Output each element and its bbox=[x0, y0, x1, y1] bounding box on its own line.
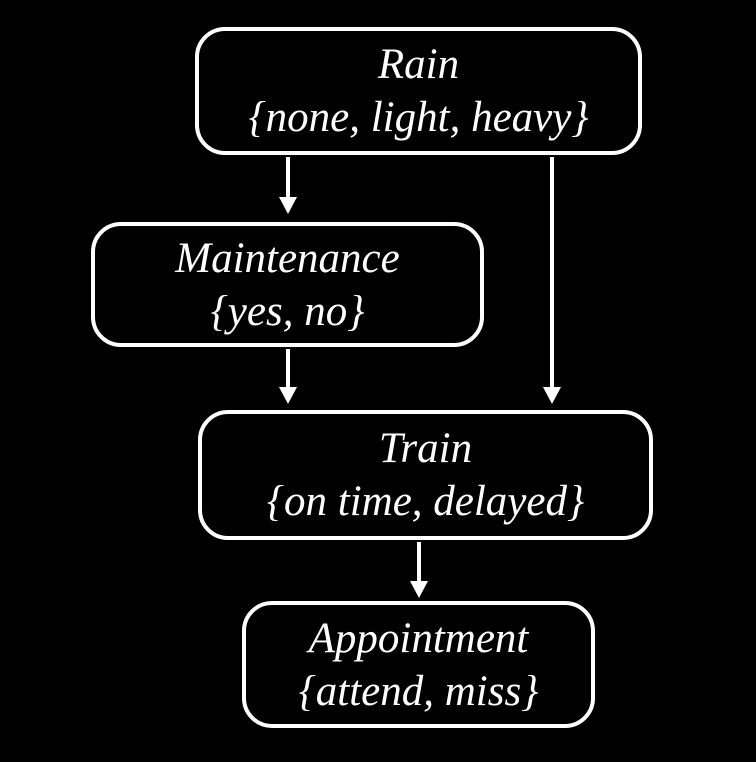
node-train-label: Train bbox=[378, 425, 473, 472]
edge-train-appointment bbox=[410, 542, 428, 598]
edge-rain-train bbox=[543, 157, 561, 404]
node-maintenance: Maintenance {yes, no} bbox=[91, 222, 484, 347]
node-rain-states: {none, light, heavy} bbox=[248, 94, 589, 141]
edge-rain-maintenance bbox=[279, 157, 297, 214]
node-train-states: {on time, delayed} bbox=[266, 478, 585, 525]
node-maintenance-label: Maintenance bbox=[175, 234, 400, 282]
node-maintenance-states: {yes, no} bbox=[210, 287, 365, 335]
node-train: Train {on time, delayed} bbox=[198, 410, 653, 540]
node-rain-label: Rain bbox=[377, 41, 460, 88]
node-appointment-states: {attend, miss} bbox=[298, 667, 539, 715]
node-appointment: Appointment {attend, miss} bbox=[242, 601, 595, 728]
node-rain: Rain {none, light, heavy} bbox=[195, 27, 642, 155]
node-appointment-label: Appointment bbox=[308, 614, 529, 662]
edge-maintenance-train bbox=[279, 349, 297, 404]
